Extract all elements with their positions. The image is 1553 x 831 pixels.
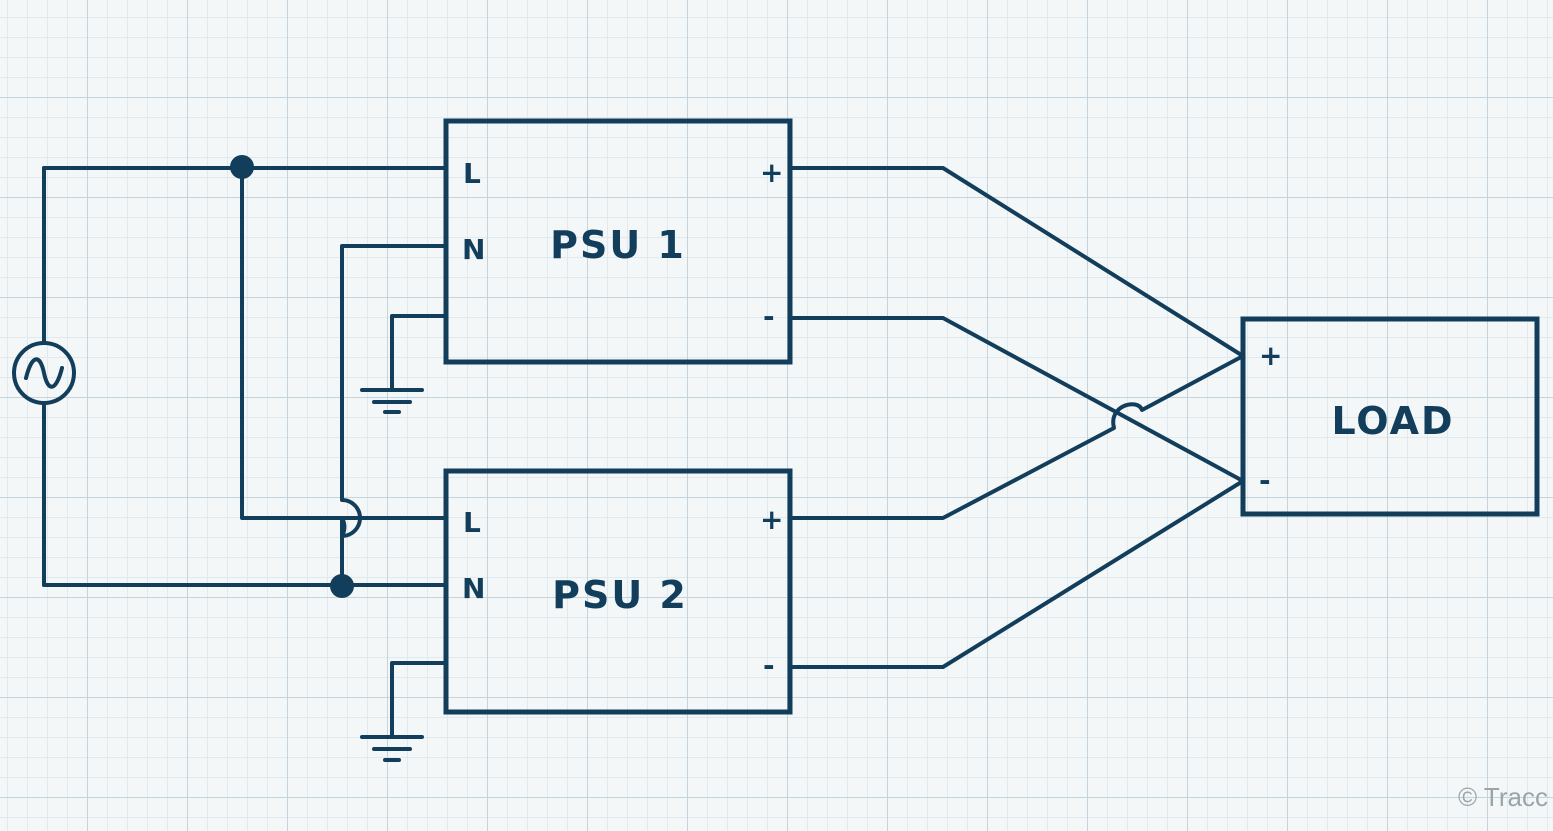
- psu2-label: PSU 2: [552, 573, 688, 617]
- load-label: LOAD: [1331, 399, 1454, 443]
- copyright-watermark: © Tracc: [1458, 782, 1548, 812]
- load-pin-plus: +: [1259, 339, 1282, 372]
- load-block: + - LOAD: [1240, 316, 1540, 517]
- wire-neutral-psu1: [340, 244, 447, 588]
- psu2-block: L N + - PSU 2: [443, 468, 793, 715]
- psu1-box: [443, 118, 793, 365]
- ground-psu2: [360, 661, 447, 762]
- ground-wire-psu2: [390, 661, 447, 737]
- psu1-label: PSU 1: [550, 223, 686, 267]
- psu1-block: L N + - PSU 1: [443, 118, 793, 365]
- wire-psu1-plus-to-load-plus: [788, 166, 1245, 358]
- psu2-pin-n: N: [462, 572, 485, 605]
- junction-dot-neutral: [330, 574, 354, 598]
- psu1-pin-plus: +: [760, 156, 783, 189]
- psu2-pin-l: L: [463, 506, 481, 539]
- psu1-pin-n: N: [462, 233, 485, 266]
- ground-psu1: [360, 314, 447, 414]
- load-pin-minus: -: [1259, 464, 1271, 497]
- ground-wire-psu1: [390, 314, 447, 390]
- psu2-pin-minus: -: [763, 649, 775, 682]
- wire-psu1-minus-to-load-minus: [788, 316, 1245, 483]
- psu2-box: [443, 468, 793, 715]
- psu2-pin-plus: +: [760, 503, 783, 536]
- psu1-pin-l: L: [463, 157, 481, 190]
- wire-psu2-minus-to-load-minus: [788, 479, 1245, 669]
- wire-psu2-plus-to-load-plus: [788, 354, 1245, 520]
- junction-dot-line: [230, 155, 254, 179]
- ac-source: [12, 166, 76, 587]
- psu1-pin-minus: -: [763, 300, 775, 333]
- ac-wave-icon: [24, 357, 64, 389]
- load-box: [1240, 316, 1540, 517]
